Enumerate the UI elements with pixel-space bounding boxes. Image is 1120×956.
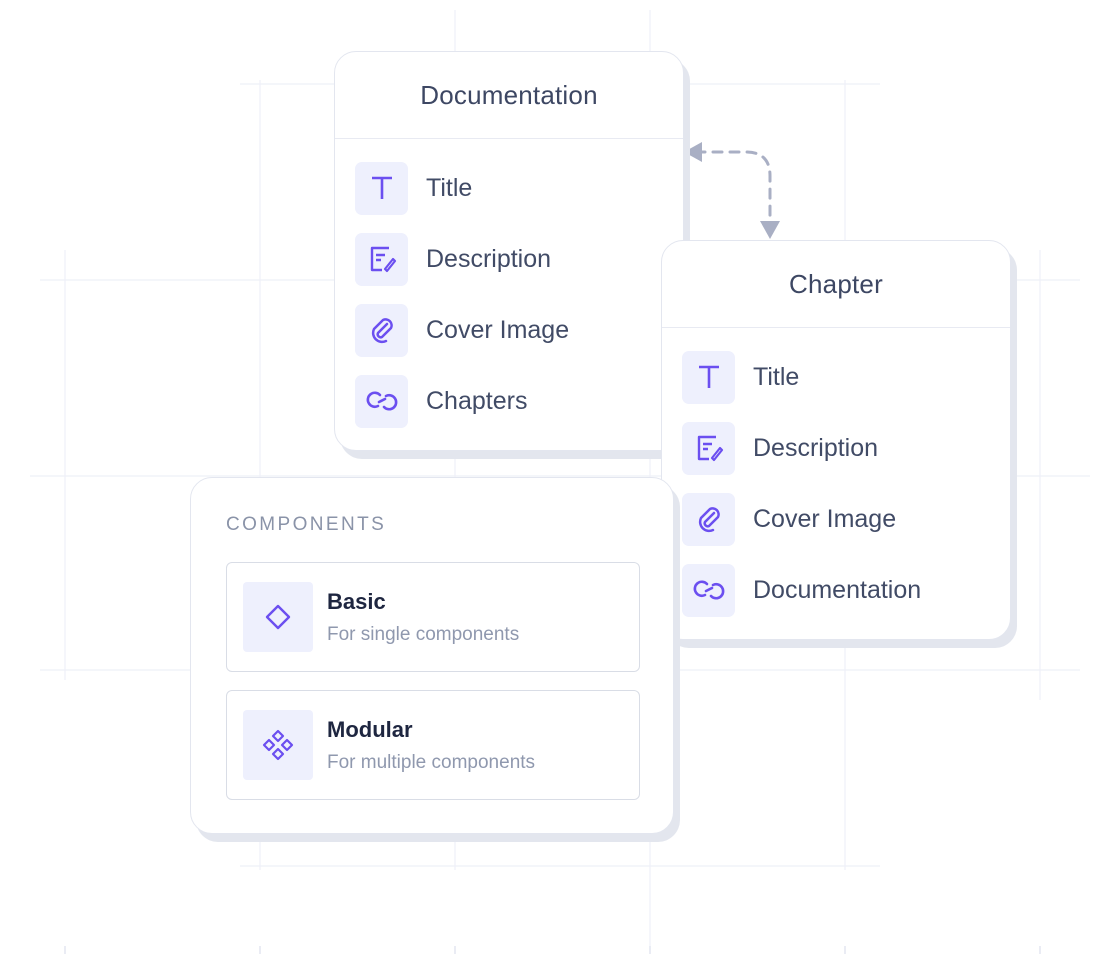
- documentation-card-title: Documentation: [335, 52, 683, 139]
- component-option-basic[interactable]: Basic For single components: [226, 562, 640, 672]
- field-row-title[interactable]: Title: [682, 350, 1010, 404]
- chapter-model-card[interactable]: Chapter Title Description Cover Image Do…: [661, 240, 1011, 640]
- link-icon: [355, 374, 408, 428]
- field-label: Cover Image: [426, 315, 570, 344]
- field-row-documentation[interactable]: Documentation: [682, 563, 1010, 617]
- text-type-icon: [355, 161, 408, 215]
- field-label: Title: [753, 362, 800, 391]
- text-type-icon: [682, 350, 735, 404]
- component-option-description: For multiple components: [327, 751, 536, 773]
- field-label: Description: [426, 244, 552, 273]
- field-label: Chapters: [426, 386, 528, 415]
- component-option-title: Basic: [327, 588, 386, 614]
- edit-note-icon: [355, 232, 408, 286]
- modular-diamonds-icon: [243, 710, 313, 780]
- field-row-chapters[interactable]: Chapters: [355, 374, 683, 428]
- component-option-title: Modular: [327, 716, 413, 742]
- diamond-icon: [243, 582, 313, 652]
- chapter-card-title: Chapter: [662, 241, 1010, 328]
- link-icon: [682, 563, 735, 617]
- paperclip-icon: [355, 303, 408, 357]
- paperclip-icon: [682, 492, 735, 546]
- field-label: Cover Image: [753, 504, 897, 533]
- field-row-description[interactable]: Description: [355, 232, 683, 286]
- edit-note-icon: [682, 421, 735, 475]
- field-row-description[interactable]: Description: [682, 421, 1010, 475]
- field-row-title[interactable]: Title: [355, 161, 683, 215]
- field-label: Title: [426, 173, 473, 202]
- field-label: Documentation: [753, 575, 922, 604]
- component-option-modular[interactable]: Modular For multiple components: [226, 690, 640, 800]
- components-card: COMPONENTS Basic For single components M…: [190, 477, 674, 834]
- component-option-description: For single components: [327, 623, 520, 645]
- field-row-cover-image[interactable]: Cover Image: [355, 303, 683, 357]
- documentation-model-card[interactable]: Documentation Title Description Cover Im…: [334, 51, 684, 451]
- relation-connector-arrow: [684, 142, 780, 239]
- field-label: Description: [753, 433, 879, 462]
- components-heading: COMPONENTS: [226, 514, 387, 535]
- field-row-cover-image[interactable]: Cover Image: [682, 492, 1010, 546]
